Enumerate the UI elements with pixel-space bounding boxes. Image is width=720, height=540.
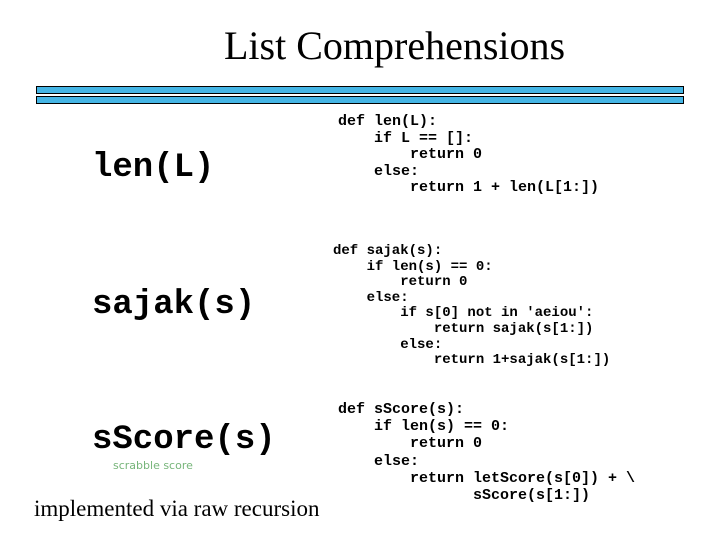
slide-title: List Comprehensions <box>224 23 566 68</box>
footer-note: implemented via raw recursion <box>34 496 320 521</box>
divider-bar-bottom <box>36 96 684 104</box>
sublabel-scrabble-score: scrabble score <box>113 459 193 472</box>
function-label-sajak: sajak(s) <box>92 286 256 324</box>
code-block-len: def len(L): if L == []: return 0 else: r… <box>338 113 600 196</box>
code-block-sajak: def sajak(s): if len(s) == 0: return 0 e… <box>333 243 611 369</box>
code-block-sscore: def sScore(s): if len(s) == 0: return 0 … <box>338 401 636 505</box>
divider-bar-top <box>36 86 684 94</box>
function-label-sscore: sScore(s) <box>92 421 276 459</box>
function-label-len: len(L) <box>92 149 215 187</box>
divider-bars <box>36 86 684 104</box>
